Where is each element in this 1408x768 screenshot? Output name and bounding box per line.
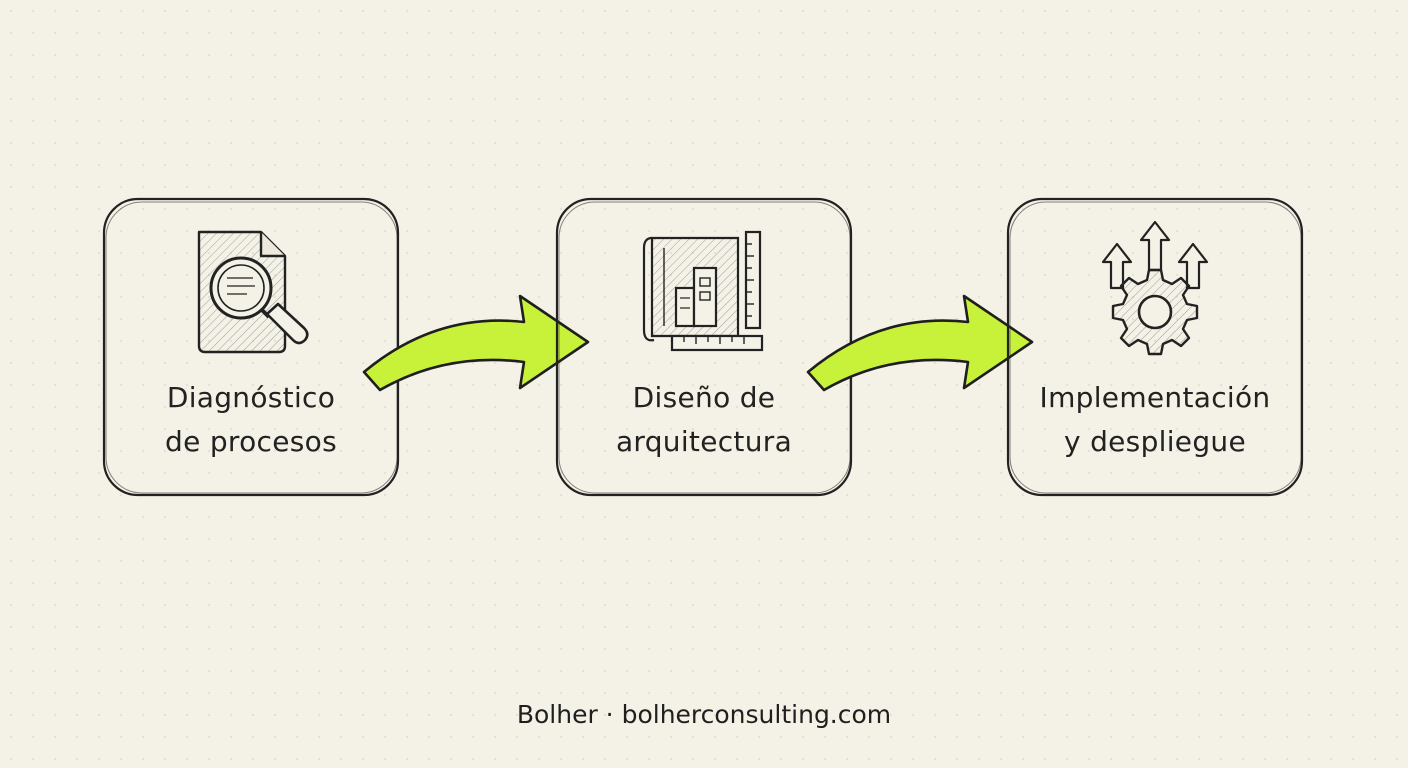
blueprint-ruler-icon (642, 230, 764, 352)
card-outline (1006, 197, 1304, 497)
step-card-implementacion: Implementación y despliegue (1005, 196, 1305, 498)
step-label: Diagnóstico de procesos (165, 381, 337, 458)
step-card-diagnostico: Diagnóstico de procesos (101, 196, 401, 498)
gear-arrows-up-icon (1101, 220, 1209, 356)
footer-brand: Bolher · bolherconsulting.com (516, 700, 892, 729)
step-card-diseno: Diseño de arquitectura (554, 196, 854, 498)
step-label: Implementación y despliegue (1039, 381, 1271, 458)
flow-arrow-1 (362, 294, 590, 392)
document-magnifier-icon (197, 230, 309, 354)
flow-arrow-2 (806, 294, 1034, 392)
step-label: Diseño de arquitectura (615, 381, 793, 458)
